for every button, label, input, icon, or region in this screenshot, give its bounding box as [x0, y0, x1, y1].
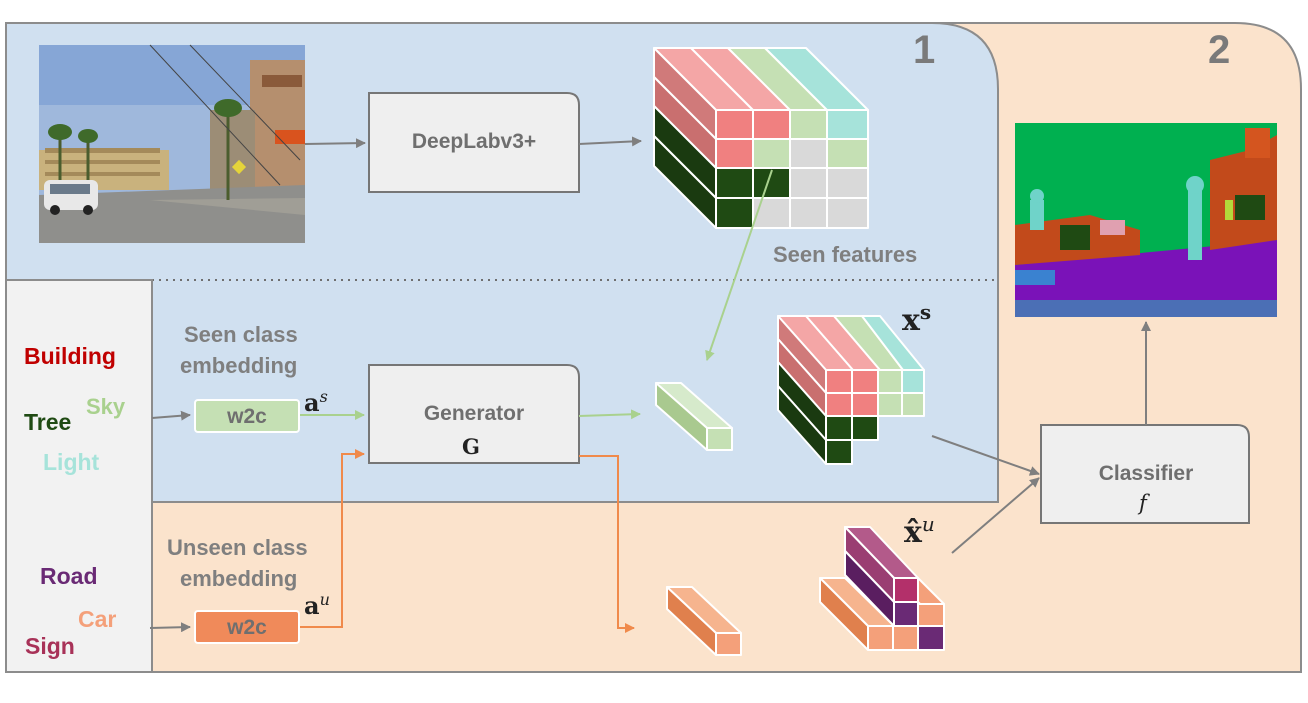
classifier-label: Classifier	[1098, 462, 1194, 485]
a-unseen-symbol: au	[304, 590, 330, 620]
generated-seen-feature	[655, 382, 733, 451]
class-label-tree: Tree	[24, 409, 72, 435]
unseen-embedding-caption-1: Unseen class	[167, 535, 308, 560]
generator-symbol: G	[462, 434, 480, 459]
x-seen-base: x	[902, 303, 920, 338]
x-unseen-symbol: x̂u	[904, 512, 935, 550]
seen-embedding-caption-1: Seen class	[184, 322, 298, 347]
a-seen-base: a	[304, 388, 320, 417]
generated-unseen-feature	[666, 586, 742, 656]
arrow-deeplab-to-features	[578, 136, 642, 147]
segmentation-output-image	[1015, 123, 1277, 317]
generator-label: Generator	[423, 402, 525, 425]
w2c-seen-box: w2c	[194, 399, 300, 433]
deeplab-box	[368, 92, 580, 193]
unseen-feature-set-block	[819, 526, 945, 651]
arrow-w2c-unseen-to-generator	[300, 449, 365, 628]
classifier-symbol: f	[1139, 491, 1147, 515]
x-unseen-sup: u	[921, 512, 935, 536]
arrow-image-to-deeplab	[304, 138, 366, 149]
arrow-unseen-set-to-classifier	[951, 477, 1040, 554]
arrow-generator-to-seen-feature	[578, 409, 641, 420]
a-unseen-base: a	[304, 591, 320, 620]
x-unseen-base: x̂	[904, 515, 922, 550]
deeplab-label: DeepLabv3+	[411, 130, 537, 153]
arrow-seen-class-to-w2c	[151, 410, 191, 421]
input-street-image	[39, 44, 305, 243]
class-label-sky: Sky	[86, 394, 126, 419]
class-panel	[5, 279, 153, 673]
unseen-embedding-caption-2: embedding	[180, 566, 298, 591]
class-label-car: Car	[78, 606, 117, 632]
seen-feature-set-block	[777, 315, 925, 465]
a-seen-symbol: as	[304, 387, 328, 417]
class-label-road: Road	[40, 563, 98, 589]
a-unseen-sup: u	[319, 590, 330, 609]
class-label-sign: Sign	[25, 633, 75, 659]
seen-features-block	[653, 47, 869, 229]
class-label-building: Building	[24, 343, 116, 369]
x-seen-sup: s	[919, 300, 932, 324]
seen-embedding-caption-2: embedding	[180, 353, 298, 378]
classifier-box	[1040, 424, 1250, 524]
stage-number-1: 1	[913, 28, 936, 72]
seen-features-caption: Seen features	[773, 242, 918, 267]
generator-box	[368, 364, 580, 464]
arrow-generator-to-unseen-feature	[579, 455, 635, 633]
arrow-unseen-class-to-w2c	[149, 622, 191, 633]
class-label-light: Light	[43, 449, 100, 475]
x-seen-symbol: xs	[902, 300, 931, 338]
w2c-unseen-box: w2c	[194, 610, 300, 644]
arrow-seen-set-to-classifier	[931, 435, 1040, 476]
a-seen-sup: s	[319, 387, 328, 406]
stage-number-2: 2	[1208, 28, 1231, 72]
arrow-features-to-generated	[705, 169, 773, 361]
